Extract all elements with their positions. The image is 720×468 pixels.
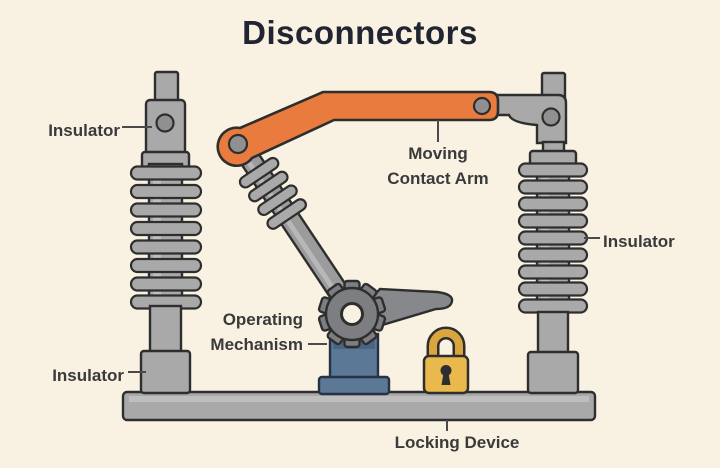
contact-pin-icon [472,96,492,116]
insulator-foot [139,349,192,395]
insulator-foot [526,350,580,395]
bolt-hole-icon [155,113,175,133]
label-line: Mechanism [210,335,303,354]
label-moving-contact-arm: Moving Contact Arm [357,141,519,191]
label-line: Operating [222,310,303,329]
pivot-pin-icon [227,133,249,155]
label-insulator-top-left: Insulator [48,121,120,140]
moving-contact-arm [216,90,500,168]
label-locking-device: Locking Device [394,433,520,452]
gear-hub-hole [340,302,364,326]
operating-arm [234,142,362,320]
bellows-ribs [238,156,307,230]
label-insulator-bottom-left: Insulator [52,366,124,385]
contact-fitting [495,93,568,145]
padlock-icon [422,326,470,395]
label-operating-mechanism: Operating Mechanism [163,307,303,357]
insulator-left [129,70,203,395]
label-insulator-right: Insulator [603,232,675,251]
label-line: Contact Arm [387,169,489,188]
diagram-title: Disconnectors [242,14,478,51]
leader-lines [122,120,600,431]
label-line: Moving [408,144,468,163]
keyhole-icon [440,365,452,376]
insulator-right [495,71,589,395]
bolt-hole-icon [541,107,561,127]
insulator-rib-stack [517,162,589,314]
base-platform [121,390,597,422]
insulator-rib-stack [129,165,203,310]
operating-gear-icon [317,279,387,349]
